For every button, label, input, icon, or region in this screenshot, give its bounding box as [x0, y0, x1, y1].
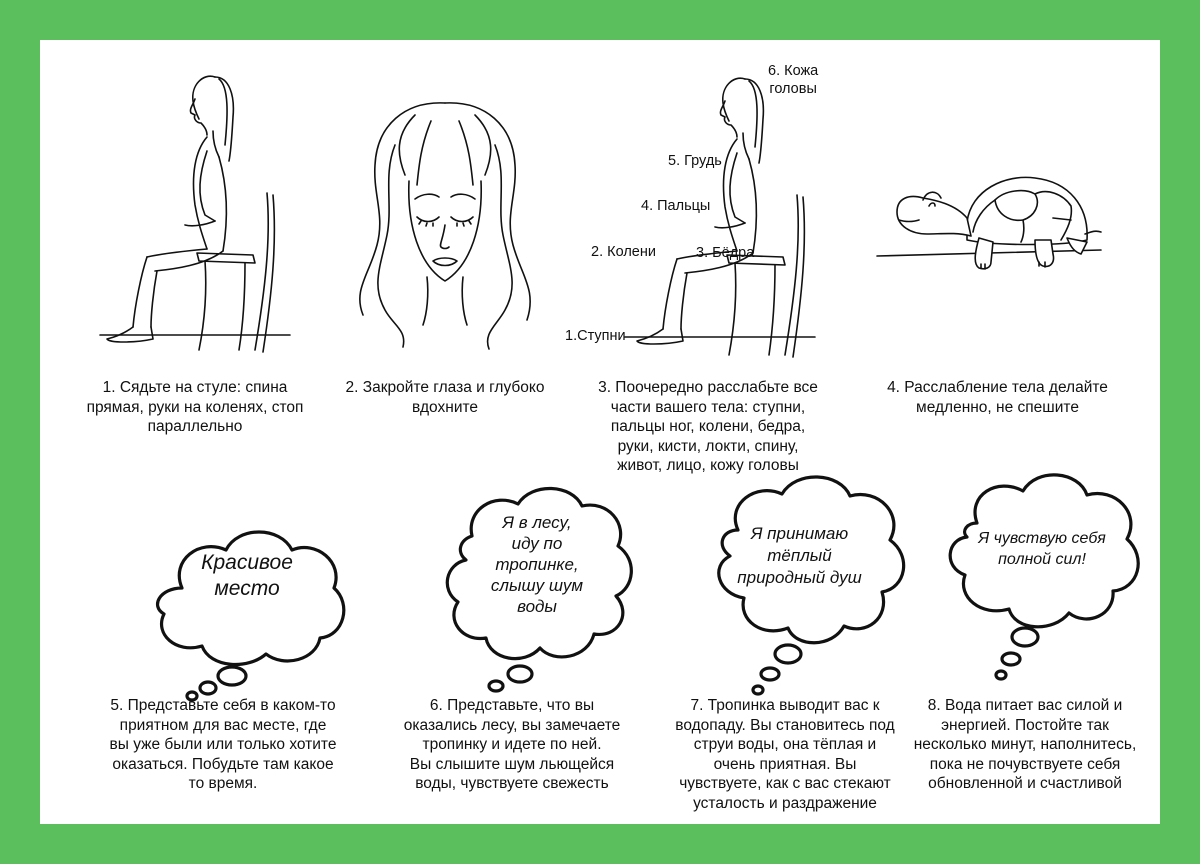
- label-hips: 3. Бёдра: [696, 245, 755, 261]
- step-4-caption: 4. Расслабление тела делайте медленно, н…: [887, 379, 1108, 416]
- label-fingers: 4. Пальцы: [641, 198, 711, 214]
- step-3-caption: 3. Поочередно расслабьте все части вашег…: [598, 379, 818, 474]
- step-8-caption: 8. Вода питает вас силой и энергией. Пос…: [913, 697, 1137, 792]
- step-7-caption: 7. Тропинка выводит вас к водопаду. Вы с…: [675, 697, 895, 812]
- thought-cloud-1: [140, 518, 355, 702]
- step-1-caption: 1. Сядьте на стуле: спина прямая, руки н…: [86, 379, 304, 435]
- turtle-illustration: [875, 160, 1105, 290]
- body-parts-woman-illustration: [624, 65, 825, 360]
- label-scalp: 6. Кожа головы: [768, 63, 819, 97]
- step-6-caption: 6. Представьте, что вы оказались лесу, в…: [403, 697, 621, 792]
- step-2-caption: 2. Закройте глаза и глубоко вдохните: [345, 379, 545, 416]
- thought-cloud-2: [432, 480, 642, 693]
- closed-eyes-face-illustration: [335, 85, 555, 355]
- thought-cloud-4: [935, 465, 1150, 690]
- thought-text-4: Я чувствую себя полной сил!: [978, 530, 1106, 568]
- thought-cloud-3: [700, 470, 915, 700]
- label-feet: 1.Ступни: [565, 328, 626, 344]
- thought-text-2: Я в лесу, иду по тропинке, слышу шум вод…: [490, 513, 584, 616]
- thought-text-3: Я принимаю тёплый природный душ: [737, 524, 862, 587]
- step-5-caption: 5. Представьте себя в каком-то приятном …: [109, 697, 337, 792]
- thought-text-1: Красивое место: [201, 551, 293, 600]
- label-chest: 5. Грудь: [668, 153, 722, 169]
- seated-woman-illustration: [95, 65, 295, 355]
- label-knees: 2. Колени: [591, 244, 656, 260]
- instruction-card: 6. Кожа головы 5. Грудь 4. Пальцы 2. Кол…: [40, 40, 1160, 824]
